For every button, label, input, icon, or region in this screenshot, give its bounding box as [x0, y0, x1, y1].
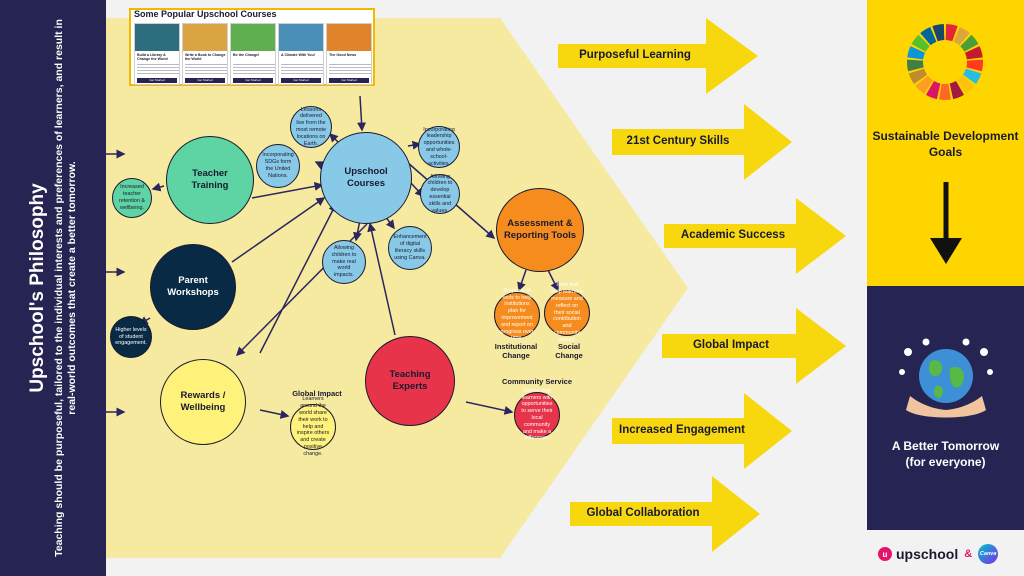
- popular-courses-panel: Some Popular Upschool Courses Build a Li…: [129, 8, 375, 86]
- course-card-description: [329, 64, 371, 74]
- outcome-arrow-21st-century-skills: [612, 104, 792, 180]
- course-card-button[interactable]: Get Started: [281, 78, 321, 83]
- sdg-wheel-segment: [964, 46, 983, 60]
- course-card-button[interactable]: Get Started: [137, 78, 177, 83]
- course-card-description: [137, 64, 179, 74]
- course-card-title: The Good News: [329, 53, 357, 57]
- course-card-image: [231, 24, 275, 51]
- earth-hands-icon: [899, 338, 993, 418]
- social-change-label: Social Change: [555, 342, 583, 360]
- upschool-wordmark: upschool: [896, 546, 959, 562]
- digital-literacy-node: Enhancement of digital literacy skills u…: [388, 226, 432, 270]
- global-impact-label: Global Impact: [292, 389, 342, 398]
- global-impact-node: Learners around the world share their wo…: [290, 396, 336, 457]
- course-card-title: A Climate With You!: [281, 53, 315, 57]
- sdg-wheel-segment: [962, 68, 982, 84]
- course-card-description: [185, 64, 227, 74]
- sdg-wheel-segment: [908, 68, 928, 84]
- course-card-description: [233, 64, 275, 74]
- upschool-courses-node: Upschool Courses: [320, 132, 412, 224]
- sdg-wheel-segment: [925, 81, 941, 100]
- student-engagement-node: Higher levels of student engagement.: [110, 316, 152, 358]
- outcome-arrow-global-collaboration: [570, 476, 760, 552]
- sdg-wheel-segment: [953, 26, 970, 46]
- outcome-purposeful-learning: Purposeful Learning: [579, 49, 691, 61]
- course-card-button[interactable]: Get Started: [185, 78, 225, 83]
- outcome-arrow-increased-engagement: [612, 393, 792, 469]
- course-card-title: Be the Change!: [233, 53, 260, 57]
- rewards-wellbeing-node: Rewards / Wellbeing: [160, 359, 246, 445]
- sdg-wheel-segment: [907, 59, 924, 72]
- sdg-wheel-segment: [966, 59, 983, 72]
- community-service-node: Connecting learners with opportunities t…: [514, 388, 560, 441]
- teaching-experts-node: Teaching Experts: [365, 336, 455, 426]
- community-service-label: Community Service: [501, 377, 573, 386]
- sdg-wheel-segment: [957, 75, 975, 94]
- remote-locations-node: Lessons delivered live from the most rem…: [290, 106, 332, 148]
- outcome-arrow-global-impact: [662, 308, 846, 384]
- sdg-wheel-segment: [907, 46, 926, 60]
- sdg-wheel-segment: [911, 34, 930, 52]
- course-card-image: [327, 24, 371, 51]
- course-card-image: [183, 24, 227, 51]
- outcome-academic-success: Academic Success: [680, 229, 786, 241]
- outcome-arrow-academic-success: [664, 198, 846, 274]
- sdg-wheel-icon: [907, 24, 983, 100]
- teacher-training-node: Teacher Training: [166, 136, 254, 224]
- brand-logo: u upschool & Canva: [878, 544, 999, 564]
- course-card[interactable]: A Climate With You! Get Started: [278, 23, 324, 85]
- better-tomorrow-panel: [867, 286, 1024, 530]
- brand-ampersand: &: [964, 548, 973, 560]
- sdg-wheel-segment: [920, 26, 937, 46]
- course-card-title: Build a Library & Change the World: [137, 53, 168, 62]
- better-tomorrow-label: A Better Tomorrow (for everyone): [867, 438, 1024, 470]
- outcome-global-collaboration: Global Collaboration: [586, 507, 700, 519]
- essential-skills-node: Allowing children to develop essential s…: [420, 174, 460, 214]
- sdg-wheel-segment: [949, 81, 965, 100]
- real-world-impacts-node: Allowing children to make real world imp…: [322, 240, 366, 284]
- course-card[interactable]: Build a Library & Change the World Get S…: [134, 23, 180, 85]
- sdg-wheel-segment: [932, 24, 945, 42]
- outcome-increased-engagement: Increased Engagement: [619, 424, 745, 436]
- sdg-label: Sustainable Development Goals: [872, 129, 1019, 159]
- course-card-image: [135, 24, 179, 51]
- outcome-global-impact: Global Impact: [692, 339, 770, 351]
- sdg-wheel-segment: [915, 75, 933, 94]
- outcome-21st-century-skills: 21st Century Skills: [626, 135, 730, 147]
- better-tomorrow-line2: (for everyone): [905, 455, 986, 469]
- popular-courses-title: Some Popular Upschool Courses: [134, 9, 277, 19]
- social-change-node: Tools that help learners measure and ref…: [544, 282, 590, 343]
- outcome-arrow-purposeful-learning: [558, 18, 758, 94]
- course-card-image: [279, 24, 323, 51]
- course-card[interactable]: The Good News Get Started: [326, 23, 372, 85]
- institutional-change-label: Institutional Change: [494, 342, 538, 360]
- course-card-description: [281, 64, 323, 74]
- sdgs-node: Incorporating SDGs form the United Natio…: [256, 144, 300, 188]
- leadership-node: Incorporating leadership opportunities a…: [418, 126, 460, 168]
- assessment-tools-node: Assessment & Reporting Tools: [496, 188, 584, 272]
- course-card-title: Write a Book to Change the World: [185, 53, 226, 62]
- course-card-button[interactable]: Get Started: [329, 78, 369, 83]
- down-arrow-icon: [930, 182, 962, 264]
- canva-logo-icon: Canva: [978, 544, 999, 564]
- sdg-wheel-segment: [939, 83, 951, 100]
- better-tomorrow-line1: A Better Tomorrow: [891, 439, 1000, 453]
- course-card[interactable]: Write a Book to Change the World Get Sta…: [182, 23, 228, 85]
- course-card-button[interactable]: Get Started: [233, 78, 273, 83]
- parent-workshops-node: Parent Workshops: [150, 244, 236, 330]
- sdg-wheel-segment: [960, 34, 979, 52]
- upschool-logo-icon: u: [878, 547, 892, 561]
- course-card[interactable]: Be the Change! Get Started: [230, 23, 276, 85]
- sdg-wheel-segment: [945, 24, 958, 42]
- philosophy-sidebar: Upschool's Philosophy Teaching should be…: [0, 0, 106, 576]
- teacher-retention-node: Increased teacher retention & wellbeing.: [112, 178, 152, 218]
- institutional-change-node: Proposal of tools to help institutions p…: [494, 288, 540, 341]
